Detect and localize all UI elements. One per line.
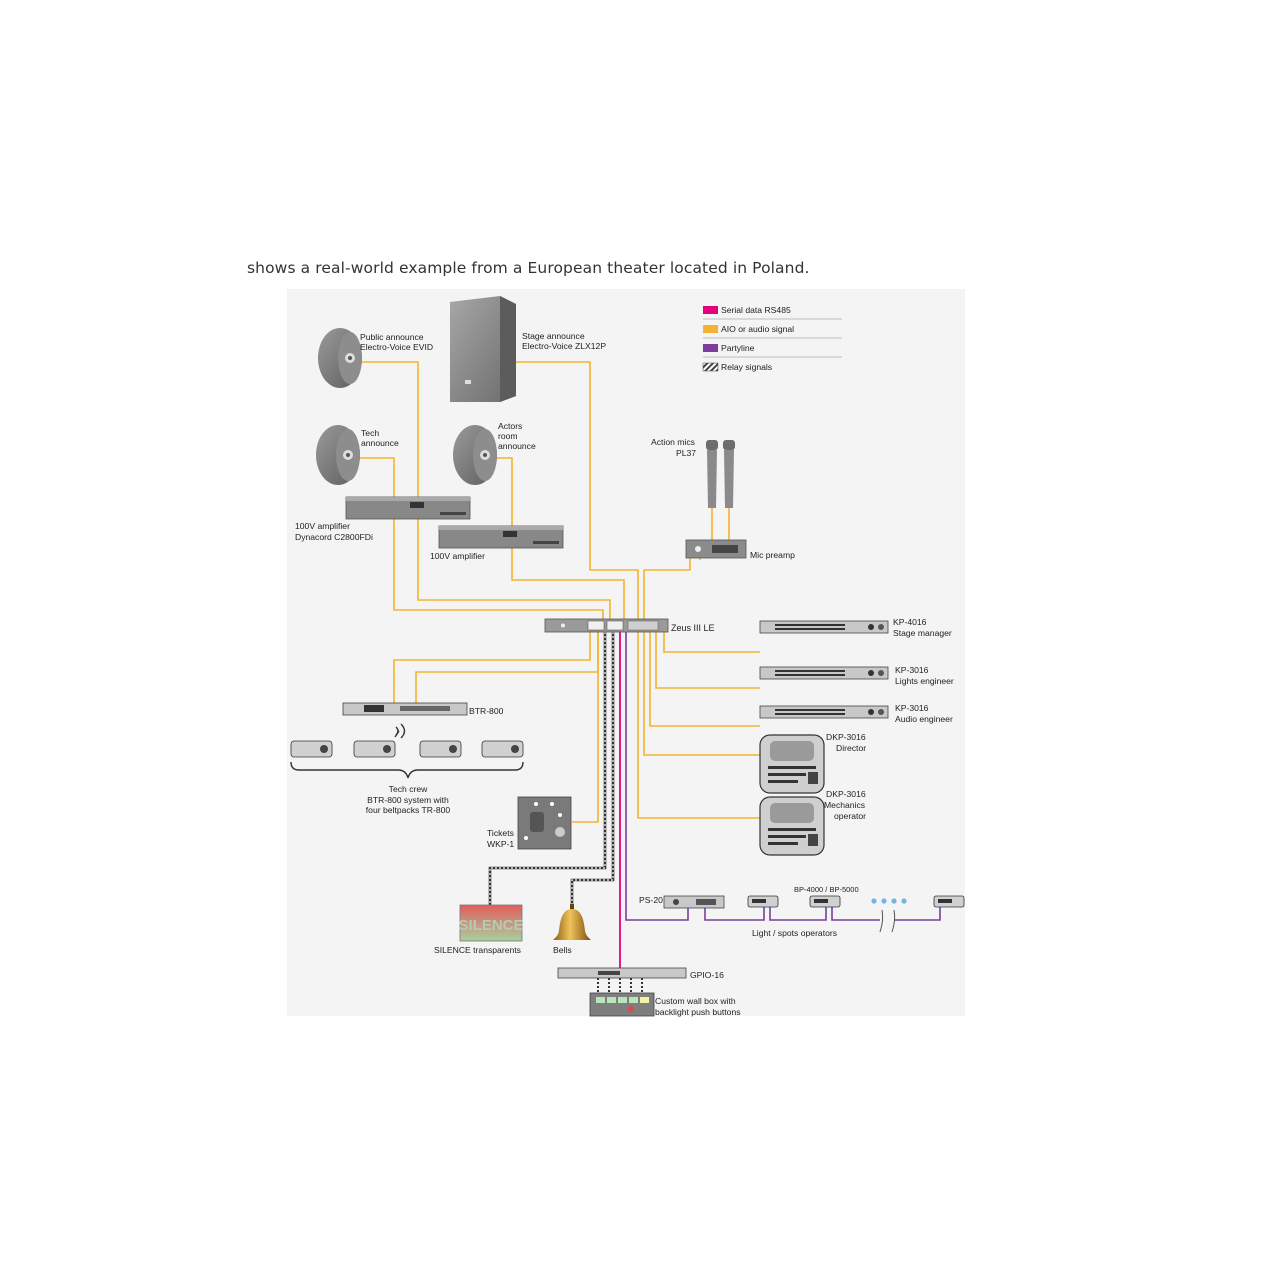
wallbox-label-1: Custom wall box with <box>655 996 736 1006</box>
tech-crew-bracket <box>290 761 524 779</box>
wireless-signal-icon <box>394 723 406 739</box>
action-mics-icon <box>706 440 735 508</box>
gpio16-interface-icon <box>557 967 687 979</box>
beltpacks-icon <box>290 740 524 758</box>
tech-crew-label-3: four beltpacks TR-800 <box>366 805 451 815</box>
svg-text:Relay signals: Relay signals <box>721 362 772 372</box>
zeus-label: Zeus III LE <box>671 623 715 633</box>
silence-label: SILENCE transparents <box>434 945 521 955</box>
custom-wall-box-icon <box>589 992 655 1017</box>
dkp-mechanics-label-1: DKP-3016 <box>826 789 866 799</box>
amplifier-1-icon <box>345 496 471 520</box>
wkp1-wall-panel-icon <box>517 796 572 850</box>
dkp-mechanics-label-2: Mechanics <box>824 800 865 810</box>
actors-announce-label-2: room <box>498 431 518 441</box>
kp3016-audio-engineer-icon <box>759 705 889 719</box>
silence-sign-text: SILENCE <box>458 917 523 934</box>
amp1-label-2: Dynacord C2800FDi <box>295 532 373 542</box>
stage-announce-label-1: Stage announce <box>522 331 585 341</box>
kp3016-audio-label-2: Audio engineer <box>895 714 953 724</box>
kp3016-audio-label-1: KP-3016 <box>895 703 929 713</box>
beltpack-bp-icons <box>747 895 965 908</box>
caption: shows a real-world example from a Europe… <box>247 259 810 277</box>
stage-announce-label-2: Electro-Voice ZLX12P <box>522 341 606 351</box>
svg-text:Serial data RS485: Serial data RS485 <box>721 305 791 315</box>
amplifier-2-icon <box>438 525 564 549</box>
speaker-tech-announce-icon <box>316 425 360 485</box>
svg-text:AIO or audio signal: AIO or audio signal <box>721 324 794 334</box>
mic-preamp-label: Mic preamp <box>750 550 795 560</box>
dkp-director-label-1: DKP-3016 <box>826 732 866 742</box>
btr800-base-station-icon <box>342 702 468 716</box>
dkp3016-mechanics-operator-icon <box>759 796 825 856</box>
cable-break-icon <box>879 909 896 933</box>
mic-preamp-icon <box>685 539 747 559</box>
tickets-label-2: WKP-1 <box>487 839 514 849</box>
legend-serial: Serial data RS485 <box>703 305 842 320</box>
aio-wires <box>356 361 760 823</box>
more-beltpacks-dots-icon <box>871 898 907 904</box>
bells-label: Bells <box>553 945 572 955</box>
btr800-label: BTR-800 <box>469 706 504 716</box>
light-spots-label: Light / spots operators <box>752 928 837 938</box>
kp3016-lights-label-2: Lights engineer <box>895 676 954 686</box>
kp3016-lights-engineer-icon <box>759 666 889 680</box>
amp2-label: 100V amplifier <box>430 551 485 561</box>
speaker-stage-announce-icon <box>450 296 516 402</box>
ps20-power-supply-icon <box>663 895 725 909</box>
kp4016-label-1: KP-4016 <box>893 617 927 627</box>
bp-label: BP-4000 / BP-5000 <box>794 885 859 894</box>
kp4016-label-2: Stage manager <box>893 628 952 638</box>
action-mics-label-2: PL37 <box>676 448 696 458</box>
kp3016-lights-label-1: KP-3016 <box>895 665 929 675</box>
public-announce-label-2: Electro-Voice EVID <box>360 342 433 352</box>
dkp-director-label-2: Director <box>836 743 866 753</box>
tech-crew-label-1: Tech crew <box>389 784 428 794</box>
gpio16-label: GPIO-16 <box>690 970 724 980</box>
tech-announce-label-2: announce <box>361 438 399 448</box>
amp1-label-1: 100V amplifier <box>295 521 350 531</box>
dkp-mechanics-label-3: operator <box>834 811 866 821</box>
relay-wires <box>488 632 643 995</box>
legend-aio: AIO or audio signal <box>703 324 842 339</box>
action-mics-label-1: Action mics <box>651 437 695 447</box>
kp4016-stage-manager-icon <box>759 620 889 634</box>
actors-announce-label-1: Actors <box>498 421 522 431</box>
tech-crew-label-2: BTR-800 system with <box>367 795 449 805</box>
speaker-public-announce-icon <box>318 328 362 388</box>
public-announce-label-1: Public announce <box>360 332 424 342</box>
legend-partyline: Partyline <box>703 343 842 358</box>
bell-icon <box>553 904 591 940</box>
ps20-label: PS-20 <box>639 895 663 905</box>
partyline-wires <box>625 632 941 921</box>
dkp3016-director-icon <box>759 734 825 794</box>
svg-text:Partyline: Partyline <box>721 343 755 353</box>
legend: Serial data RS485 AIO or audio signal Pa… <box>702 305 842 372</box>
legend-relay: Relay signals <box>702 362 772 372</box>
wallbox-label-2: backlight push buttons <box>655 1007 741 1017</box>
actors-announce-label-3: announce <box>498 441 536 451</box>
silence-sign-icon: SILENCE <box>458 904 524 942</box>
tech-announce-label-1: Tech <box>361 428 379 438</box>
tickets-label-1: Tickets <box>487 828 514 838</box>
zeus-matrix-icon <box>544 618 669 633</box>
speaker-actors-announce-icon <box>453 425 497 485</box>
